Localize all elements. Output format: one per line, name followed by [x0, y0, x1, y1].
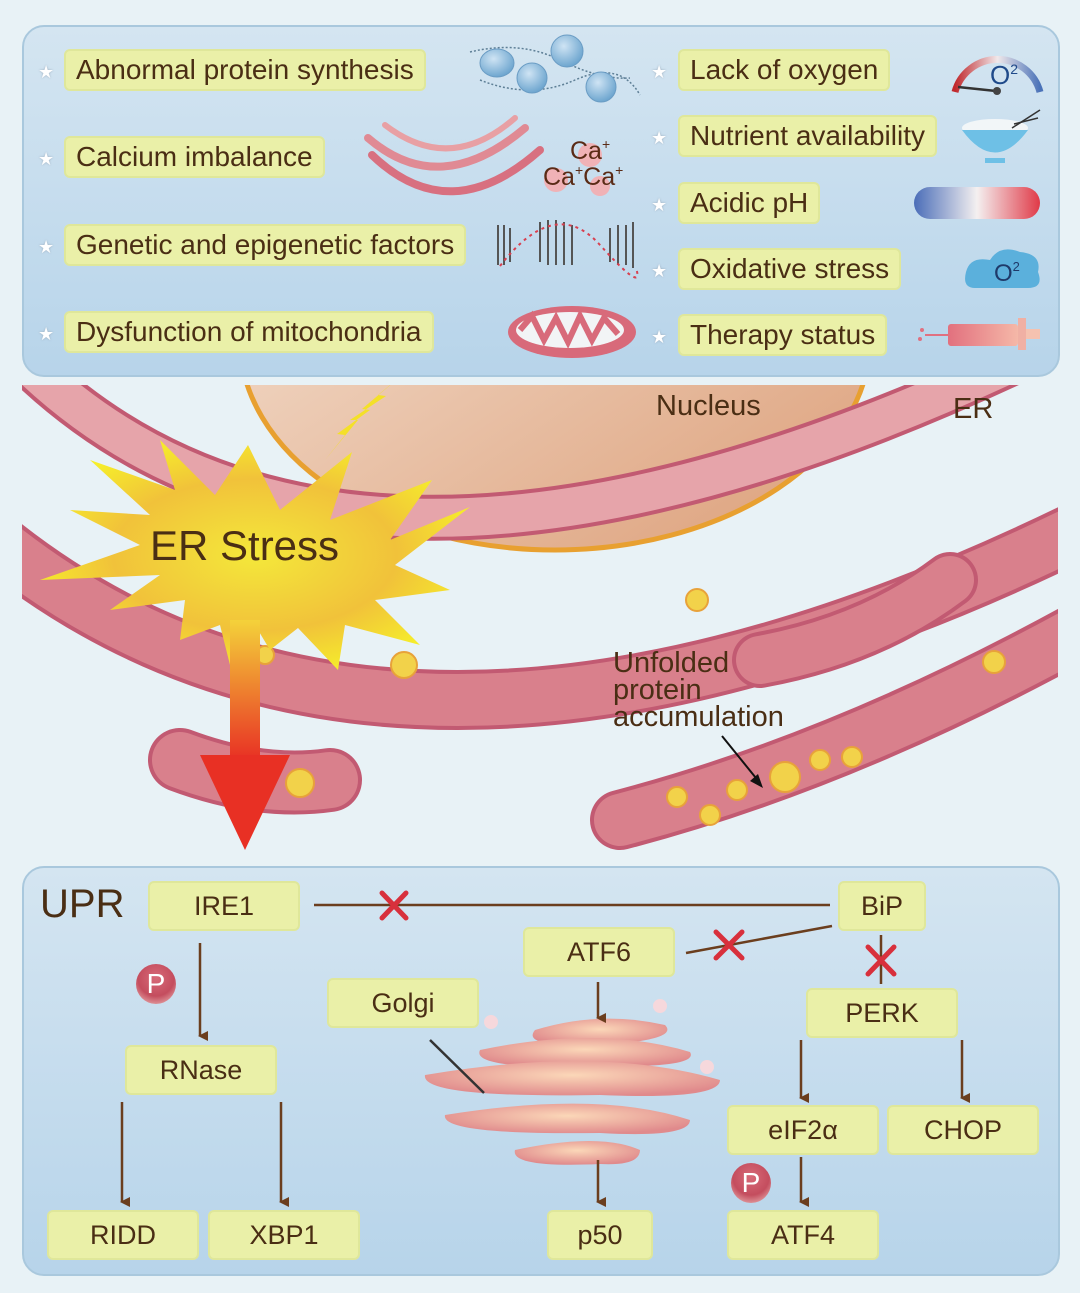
pathway-arrows	[120, 943, 970, 1207]
syringe-icon	[918, 318, 1040, 350]
oxygen-gauge-icon	[951, 55, 1044, 95]
factor-calcium-imbalance: Calcium imbalance	[64, 136, 325, 178]
node-golgi: Golgi	[327, 978, 479, 1028]
golgi-apparatus	[424, 999, 720, 1165]
rice-bowl-icon	[962, 109, 1041, 163]
top-panel-icons: Ca+ Ca+Ca+ O2 O2	[364, 34, 1044, 358]
unfolded-proteins	[255, 588, 1006, 826]
star-bullet-icon: ★	[38, 149, 55, 169]
factor-nutrient-availability: Nutrient availability	[678, 115, 937, 157]
star-bullet-icon: ★	[651, 261, 668, 281]
node-bip: BiP	[838, 881, 926, 931]
star-bullet-icon: ★	[651, 327, 668, 347]
er-stress-arrow-shaft	[230, 620, 260, 760]
factor-abnormal-protein-synthesis: Abnormal protein synthesis	[64, 49, 426, 91]
factor-mitochondria-dysfunction: Dysfunction of mitochondria	[64, 311, 434, 353]
er-stress-burst	[40, 440, 470, 670]
er-calcium-icon	[364, 115, 610, 196]
unfolded-pointer-arrow	[721, 735, 761, 784]
lightning-bolt-icon	[325, 385, 391, 460]
node-p50: p50	[547, 1210, 653, 1260]
ph-gradient-icon	[914, 187, 1040, 219]
er-stress-label: ER Stress	[150, 522, 340, 569]
factor-oxidative-stress: Oxidative stress	[678, 248, 902, 290]
node-eif2a: eIF2α	[727, 1105, 879, 1155]
node-perk: PERK	[806, 988, 958, 1038]
upr-title: UPR	[40, 882, 125, 926]
unfolded-line-3: accumulation	[613, 701, 784, 733]
unfolded-line-1: Unfolded	[613, 647, 730, 679]
node-ridd: RIDD	[47, 1210, 199, 1260]
star-bullet-icon: ★	[38, 324, 55, 344]
inhibit-x-icon	[379, 890, 897, 977]
nucleus-label: Nucleus	[656, 390, 761, 422]
node-rnase: RNase	[125, 1045, 277, 1095]
factor-genetic-epigenetic: Genetic and epigenetic factors	[64, 224, 467, 266]
ribosome-icon	[469, 34, 641, 103]
bip-atf6-link	[685, 924, 833, 955]
unfolded-protein-label: Unfolded protein accumulation	[613, 647, 784, 733]
phosphorylation-badge: P	[136, 964, 176, 1004]
star-bullet-icon: ★	[651, 195, 668, 215]
golgi-pointer-line	[429, 1039, 485, 1094]
unfolded-line-2: protein	[613, 674, 702, 706]
factor-lack-of-oxygen: Lack of oxygen	[678, 49, 891, 91]
node-atf6: ATF6	[523, 927, 675, 977]
node-xbp1: XBP1	[208, 1210, 360, 1260]
er-label: ER	[953, 393, 994, 425]
o2-text: O2	[990, 60, 1018, 90]
phosphorylation-badge: P	[731, 1163, 771, 1203]
calcium-ion: Ca+Ca+	[543, 162, 623, 191]
star-bullet-icon: ★	[651, 62, 668, 82]
mitochondria-icon	[508, 306, 636, 358]
o2-text: O2	[994, 259, 1020, 287]
star-bullet-icon: ★	[38, 237, 55, 257]
node-atf4: ATF4	[727, 1210, 879, 1260]
factor-acidic-ph: Acidic pH	[678, 182, 821, 224]
oxygen-cloud-icon	[965, 249, 1040, 288]
node-chop: CHOP	[887, 1105, 1039, 1155]
dna-icon	[497, 220, 639, 279]
star-bullet-icon: ★	[38, 62, 55, 82]
star-bullet-icon: ★	[651, 128, 668, 148]
node-ire1: IRE1	[148, 881, 300, 931]
cell-illustration	[22, 385, 1058, 850]
er-stress-arrowhead	[200, 755, 290, 850]
factor-therapy-status: Therapy status	[678, 314, 888, 356]
